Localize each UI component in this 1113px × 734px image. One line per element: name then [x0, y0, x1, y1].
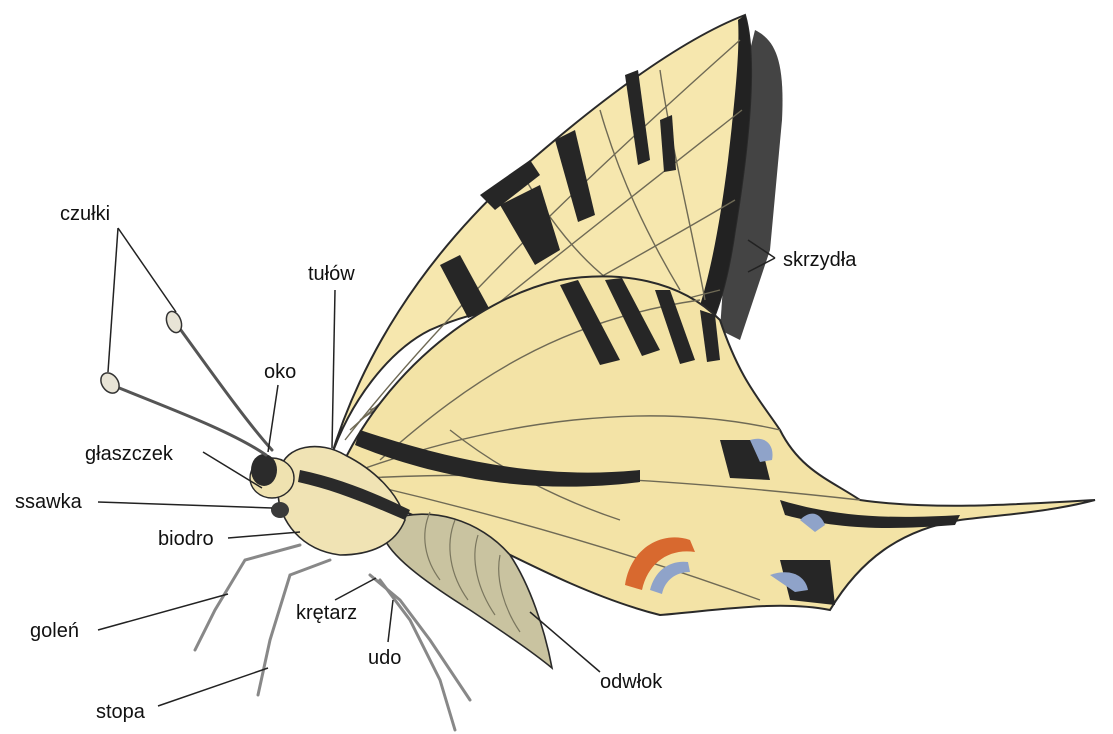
- label-czulki: czułki: [60, 203, 110, 225]
- label-glaszczek: głaszczek: [85, 443, 174, 465]
- label-udo: udo: [368, 647, 401, 669]
- label-golen: goleń: [30, 620, 79, 642]
- antennae: [112, 322, 272, 455]
- leader-udo: [388, 600, 393, 642]
- label-oko: oko: [264, 361, 296, 383]
- leader-ssawka: [98, 502, 272, 508]
- antenna-club-left: [97, 369, 123, 396]
- leader-stopa: [158, 668, 268, 706]
- proboscis-base: [271, 502, 289, 518]
- label-biodro: biodro: [158, 528, 214, 550]
- leader-oko: [268, 385, 278, 452]
- label-stopa: stopa: [96, 701, 146, 723]
- butterfly-illustration: [97, 15, 1095, 730]
- leader-czulki-2: [118, 228, 176, 312]
- leader-biodro: [228, 532, 300, 538]
- label-skrzydla: skrzydła: [783, 249, 857, 271]
- label-odwlok: odwłok: [600, 671, 663, 693]
- eye: [251, 454, 277, 486]
- label-ssawka: ssawka: [15, 491, 83, 513]
- leader-tulow: [332, 290, 335, 448]
- label-kretarz: krętarz: [296, 602, 357, 624]
- label-tulow: tułów: [308, 263, 355, 285]
- leader-czulki-1: [108, 228, 118, 372]
- leader-kretarz: [335, 578, 376, 600]
